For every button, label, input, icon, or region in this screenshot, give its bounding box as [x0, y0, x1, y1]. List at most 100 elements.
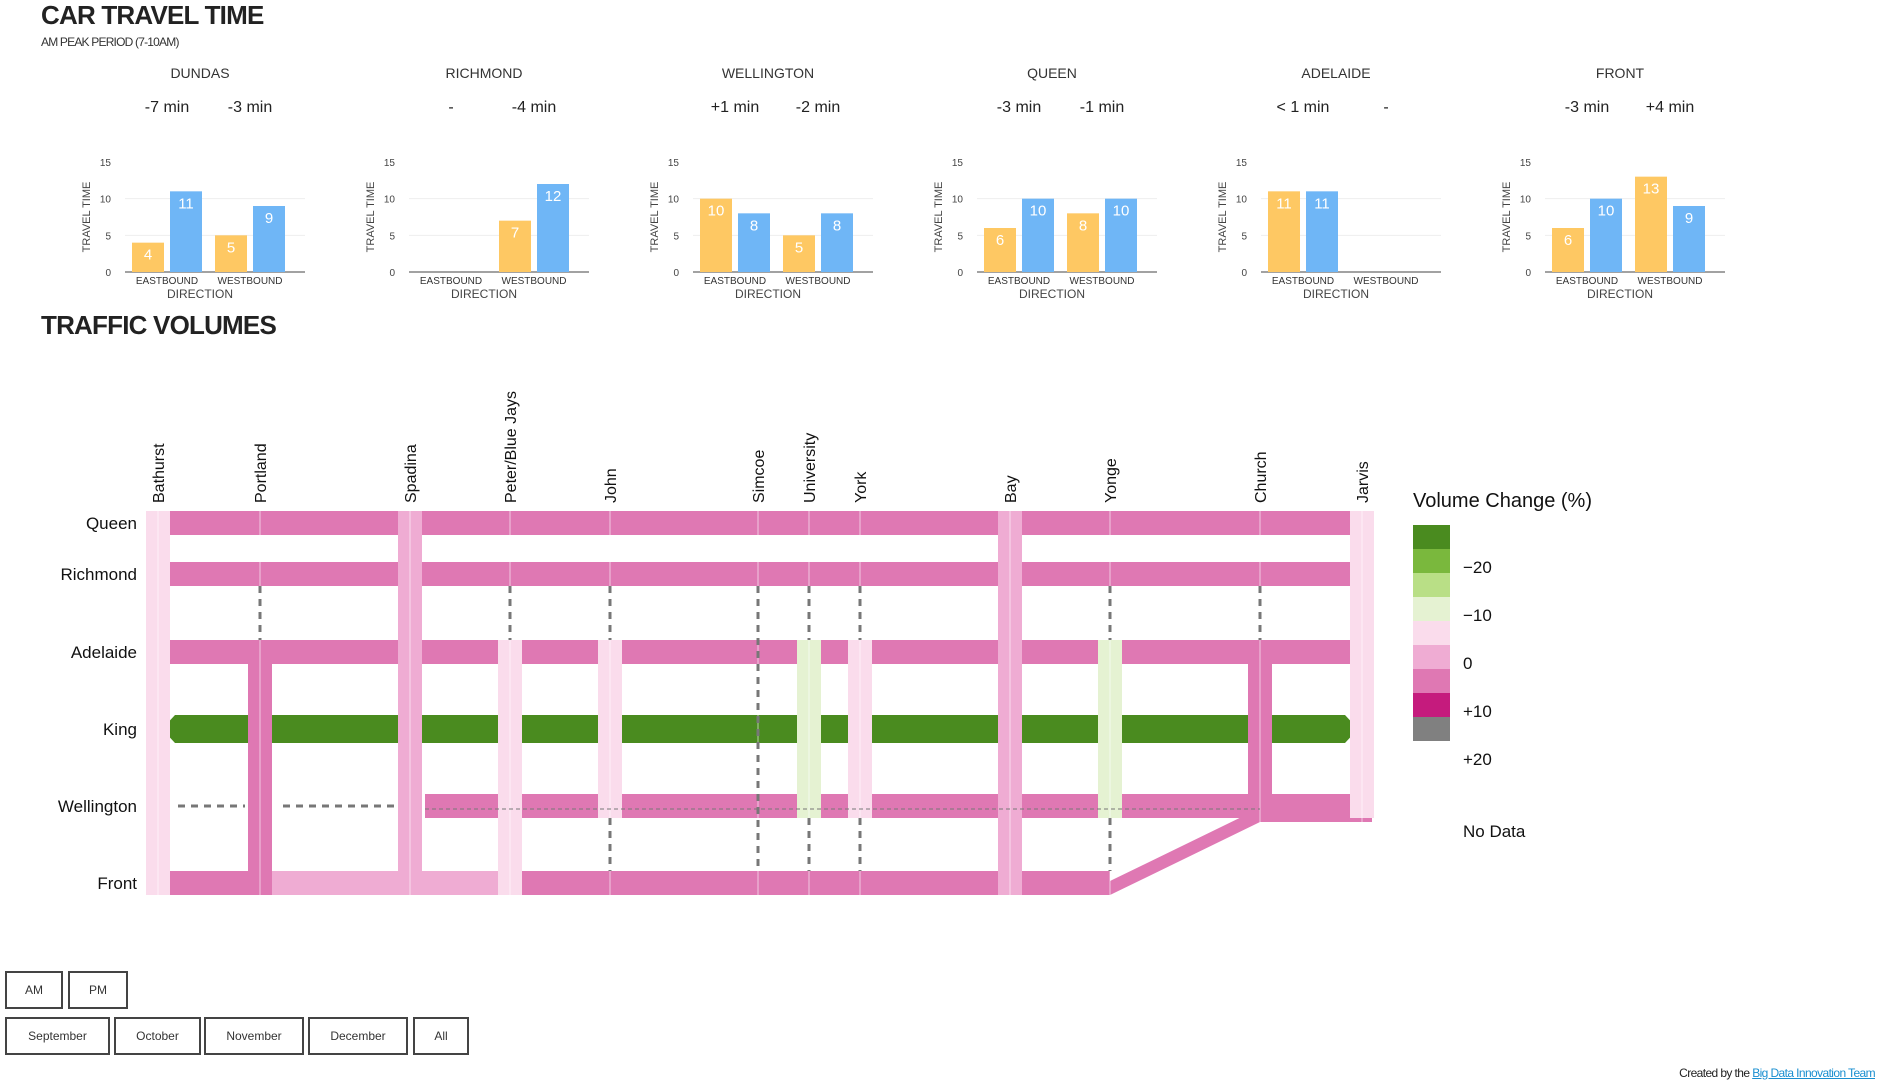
legend-swatch [1413, 549, 1450, 573]
time-change-label: +4 min [1646, 99, 1694, 116]
bar-value-label: 10 [708, 203, 725, 220]
y-tick-label: 5 [105, 231, 111, 242]
legend-swatch [1413, 669, 1450, 693]
x-axis-label: DIRECTION [451, 287, 517, 301]
legend-swatch [1413, 693, 1450, 717]
y-tick-label: 15 [100, 158, 112, 169]
y-tick-label: 0 [389, 268, 395, 279]
street-label-jarvis: Jarvis [1355, 461, 1372, 503]
time-change-label: -7 min [145, 99, 189, 116]
y-tick-label: 5 [389, 231, 395, 242]
bar-eastbound [984, 228, 1016, 272]
bar-eastbound [1067, 213, 1099, 272]
bar-westbound [170, 191, 202, 272]
legend-swatch [1413, 621, 1450, 645]
page-title: CAR TRAVEL TIME [41, 0, 264, 30]
x-tick-label: EASTBOUND [1272, 276, 1334, 287]
street-label-university: University [802, 433, 819, 503]
bar-westbound [1022, 198, 1054, 272]
page-subtitle: AM PEAK PERIOD (7-10AM) [41, 35, 179, 49]
y-tick-label: 15 [668, 158, 680, 169]
bar-value-label: 9 [265, 210, 273, 227]
september-button[interactable]: September [5, 1017, 110, 1055]
credit-prefix: Created by the [1679, 1066, 1750, 1080]
street-segment-richmond [160, 562, 1350, 586]
legend-swatch [1413, 573, 1450, 597]
y-tick-label: 10 [668, 195, 680, 206]
november-button[interactable]: November [204, 1017, 304, 1055]
street-label-wellington: Wellington [58, 797, 137, 816]
street-label-front: Front [97, 874, 137, 893]
y-axis-label: TRAVEL TIME [81, 182, 93, 253]
all-button[interactable]: All [413, 1017, 469, 1055]
street-label-portland: Portland [253, 443, 270, 503]
bar-value-label: 8 [833, 217, 841, 234]
street-segment-king [162, 715, 1358, 743]
x-tick-label: WESTBOUND [1070, 276, 1135, 287]
y-tick-label: 10 [1236, 195, 1248, 206]
bar-eastbound [1552, 228, 1584, 272]
street-label-yonge: Yonge [1103, 458, 1120, 503]
am-button[interactable]: AM [5, 971, 63, 1009]
bar-value-label: 6 [1564, 232, 1572, 249]
x-axis-label: DIRECTION [1303, 287, 1369, 301]
december-button[interactable]: December [308, 1017, 408, 1055]
street-label-richmond: Richmond [60, 565, 137, 584]
pm-button[interactable]: PM [68, 971, 128, 1009]
street-label-john: John [603, 468, 620, 503]
y-tick-label: 15 [384, 158, 396, 169]
street-segment-front [260, 871, 510, 895]
bar-value-label: 10 [1030, 203, 1047, 220]
street-label-simcoe: Simcoe [751, 450, 768, 503]
chart-title: WELLINGTON [722, 65, 814, 81]
october-button[interactable]: October [114, 1017, 201, 1055]
bar-value-label: 4 [144, 247, 152, 264]
y-tick-label: 10 [100, 195, 112, 206]
bar-value-label: 7 [511, 225, 519, 242]
time-change-label: - [1383, 99, 1388, 116]
legend-swatch [1413, 645, 1450, 669]
y-tick-label: 15 [952, 158, 964, 169]
x-tick-label: EASTBOUND [704, 276, 766, 287]
bar-eastbound [1635, 176, 1667, 272]
time-change-label: -1 min [1080, 99, 1124, 116]
y-tick-label: 5 [957, 231, 963, 242]
y-tick-label: 0 [957, 268, 963, 279]
x-tick-label: WESTBOUND [1638, 276, 1703, 287]
bar-value-label: 10 [1113, 203, 1130, 220]
y-axis-label: TRAVEL TIME [649, 182, 661, 253]
y-axis-label: TRAVEL TIME [1217, 182, 1229, 253]
legend-label: +20 [1463, 750, 1492, 769]
x-tick-label: WESTBOUND [1354, 276, 1419, 287]
bar-value-label: 11 [1314, 195, 1330, 212]
y-tick-label: 10 [384, 195, 396, 206]
chart-title: QUEEN [1027, 65, 1077, 81]
bar-eastbound [700, 198, 732, 272]
street-segment-queen [148, 511, 1372, 535]
x-tick-label: EASTBOUND [136, 276, 198, 287]
bar-westbound [1105, 198, 1137, 272]
credit-link[interactable]: Big Data Innovation Team [1752, 1066, 1875, 1080]
street-label-king: King [103, 720, 137, 739]
x-axis-label: DIRECTION [1587, 287, 1653, 301]
legend-label: −20 [1463, 558, 1492, 577]
y-tick-label: 10 [952, 195, 964, 206]
y-tick-label: 0 [1525, 268, 1531, 279]
street-label-queen: Queen [86, 514, 137, 533]
y-tick-label: 5 [673, 231, 679, 242]
time-change-label: < 1 min [1277, 99, 1330, 116]
chart-title: RICHMOND [446, 65, 523, 81]
y-tick-label: 5 [1241, 231, 1247, 242]
x-tick-label: EASTBOUND [988, 276, 1050, 287]
bar-eastbound [215, 235, 247, 272]
y-tick-label: 15 [1520, 158, 1532, 169]
bar-westbound [738, 213, 770, 272]
credit-line: Created by the Big Data Innovation Team [1679, 1066, 1875, 1080]
bar-value-label: 12 [545, 188, 562, 205]
